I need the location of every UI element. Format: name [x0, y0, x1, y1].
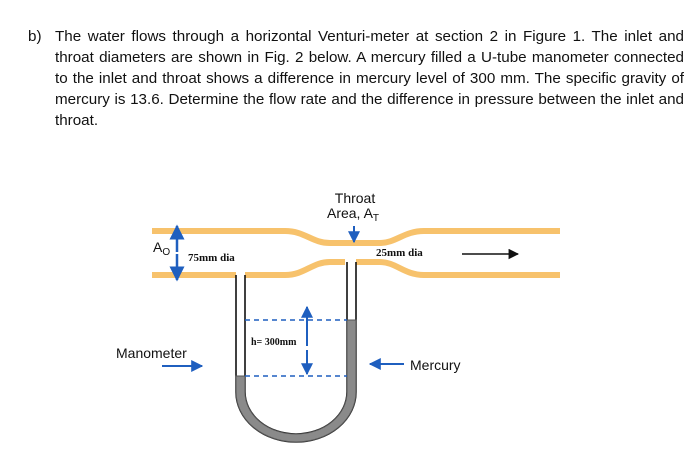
throat-label-line2: Area, AT	[327, 205, 379, 224]
inlet-diameter-label: 75mm dia	[188, 252, 235, 264]
inlet-symbol-subscript: O	[162, 247, 170, 258]
inlet-symbol-text: A	[153, 239, 163, 255]
mercury-label: Mercury	[410, 357, 461, 373]
manometer-inner	[244, 262, 348, 435]
question-label: b)	[28, 28, 42, 45]
manometer-label: Manometer	[116, 345, 187, 361]
pipe-top-wall	[152, 228, 560, 246]
level-difference-label: h= 300mm	[251, 337, 297, 348]
pipe-bottom-wall-left	[152, 259, 345, 278]
pipe-bottom-wall-right	[356, 259, 560, 278]
question-block: b) The water flows through a horizontal …	[28, 26, 684, 131]
throat-area-subscript: T	[373, 213, 379, 224]
mercury-fill	[235, 319, 357, 443]
inlet-symbol: AO	[153, 239, 170, 258]
throat-label-line1: Throat	[335, 190, 376, 206]
throat-diameter-label: 25mm dia	[376, 247, 423, 259]
throat-area-text: Area, A	[327, 205, 374, 221]
question-text: The water flows through a horizontal Ven…	[55, 28, 684, 129]
